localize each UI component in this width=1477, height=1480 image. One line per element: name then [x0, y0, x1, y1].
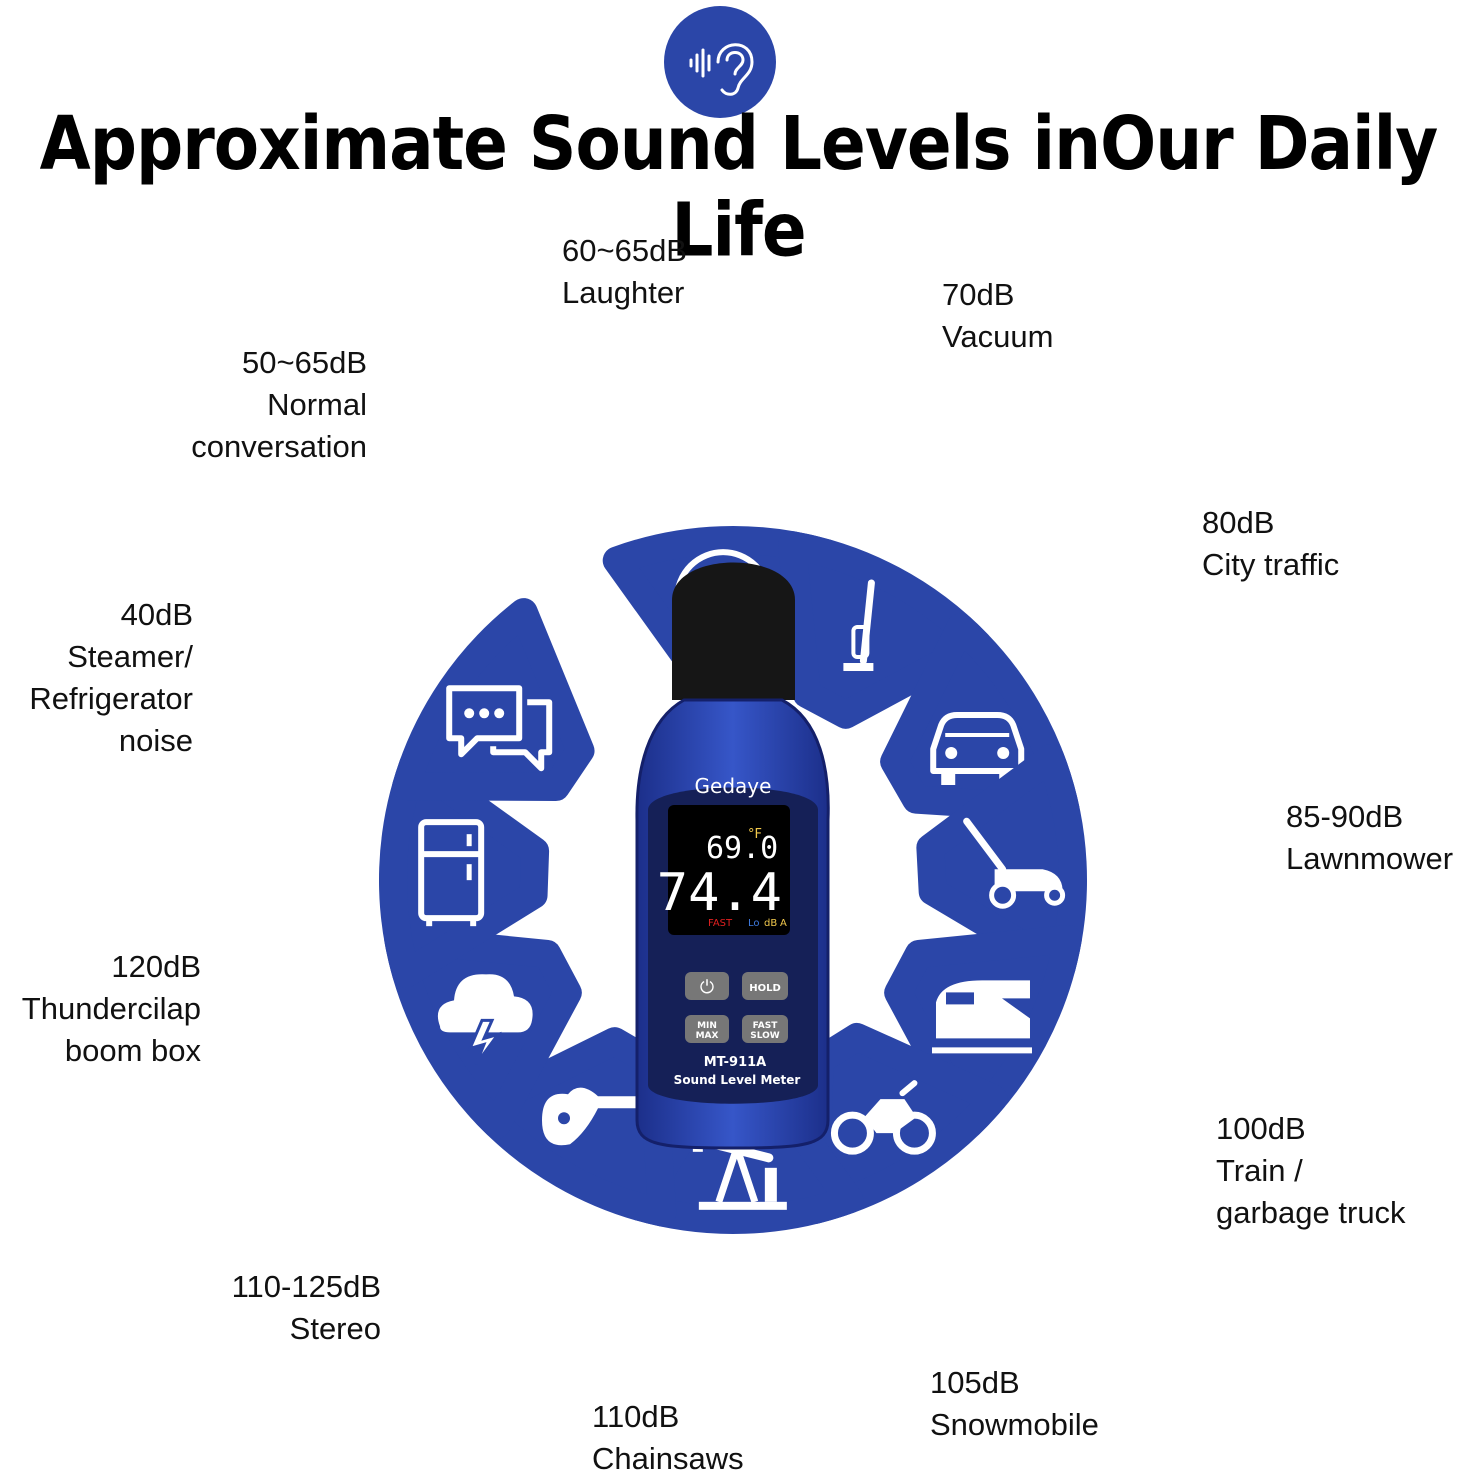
sound-source: Lawnmower [1286, 841, 1454, 876]
temp-unit: °F [748, 827, 762, 842]
lawnmower-icon [963, 817, 1066, 909]
page-title: Approximate Sound Levels inOur Daily Lif… [39, 100, 1439, 274]
segment-label: 60~65dB Laughter [562, 230, 687, 314]
sound-source: Normal [267, 387, 367, 422]
minmax-label-min: MIN [697, 1021, 717, 1031]
sound-level: 110-125dB [231, 1269, 381, 1304]
motorbike-icon [830, 1080, 936, 1155]
sound-source: Refrigerator [29, 681, 193, 716]
temperature-readout: 69.0 [706, 831, 778, 866]
indicator-lo: Lo [748, 918, 760, 929]
sound-source: boom box [64, 1033, 201, 1068]
sound-level: 40dB [120, 597, 193, 632]
segment-label: 50~65dB Normal conversation [191, 342, 367, 468]
vacuum-cleaner-icon [843, 579, 875, 672]
sound-source: City traffic [1202, 547, 1340, 582]
sound-source: Thundercilap [21, 991, 201, 1026]
segment-label: 120dB Thundercilap boom box [22, 946, 201, 1072]
fastslow-button[interactable] [742, 1015, 788, 1043]
sound-source: Snowmobile [930, 1407, 1099, 1442]
db-readout: 74.4 [657, 863, 782, 923]
segment-group [379, 526, 1087, 1234]
device-brand: Gedaye [695, 774, 772, 798]
sound-source: Chainsaws [592, 1441, 744, 1476]
segment-label: 110-125dB Stereo [232, 1266, 381, 1350]
ear-sound-icon [664, 6, 776, 118]
segment-label: 85-90dB Lawnmower [1286, 796, 1453, 880]
segment-label: 105dB Snowmobile [930, 1362, 1099, 1446]
segment-10 [392, 598, 595, 802]
device-name: Sound Level Meter [674, 1073, 801, 1087]
sound-source: conversation [191, 429, 367, 464]
sound-source: garbage truck [1216, 1195, 1406, 1230]
sound-level: 110dB [592, 1399, 680, 1434]
hold-button[interactable] [742, 972, 788, 1000]
sound-source: Vacuum [942, 319, 1054, 354]
sound-level: 105dB [930, 1365, 1020, 1400]
segment-label: 100dB Train / garbage truck [1216, 1108, 1406, 1234]
sound-source: Train / [1216, 1153, 1303, 1188]
sound-source: Laughter [562, 275, 685, 310]
sound-level: 100dB [1216, 1111, 1306, 1146]
power-button[interactable] [685, 972, 729, 1000]
indicator-db: dB [764, 918, 777, 929]
segment-label: 40dB Steamer/Refrigerator noise [29, 594, 193, 762]
thunder-cloud-icon [437, 974, 533, 1066]
train-icon [931, 980, 1032, 1054]
sound-source: noise [118, 723, 193, 758]
sound-level: 50~65dB [242, 345, 367, 380]
segment-label: 110dB Chainsaws [592, 1396, 744, 1480]
refrigerator-icon [418, 819, 485, 927]
sound-level: 120dB [111, 949, 201, 984]
power-icon: ⏻ [700, 977, 714, 998]
sound-level: 70dB [942, 277, 1015, 312]
hold-label: HOLD [749, 983, 781, 994]
minmax-label-max: MAX [696, 1031, 719, 1041]
indicator-a: A [780, 918, 787, 929]
fastslow-label-slow: SLOW [750, 1031, 780, 1041]
sound-source: Steamer/ [67, 639, 193, 674]
indicator-fast: FAST [708, 918, 733, 929]
segment-label: 70dB Vacuum [942, 274, 1053, 358]
sound-level: 85-90dB [1286, 799, 1404, 834]
chat-bubbles-icon [446, 685, 553, 772]
minmax-button[interactable] [685, 1015, 729, 1043]
sound-level: 80dB [1202, 505, 1275, 540]
sound-level-meter: Gedaye 69.0 °F 74.4 FAST Lo dB A ⏻ HOLD … [635, 562, 830, 1150]
sound-level: 60~65dB [562, 233, 687, 268]
segment-label: 80dB City traffic [1202, 502, 1339, 586]
fastslow-label-fast: FAST [753, 1021, 779, 1031]
foam-windscreen [672, 562, 795, 700]
sound-source: Stereo [289, 1311, 381, 1346]
device-model: MT-911A [704, 1055, 767, 1070]
meter-screen [668, 805, 790, 935]
